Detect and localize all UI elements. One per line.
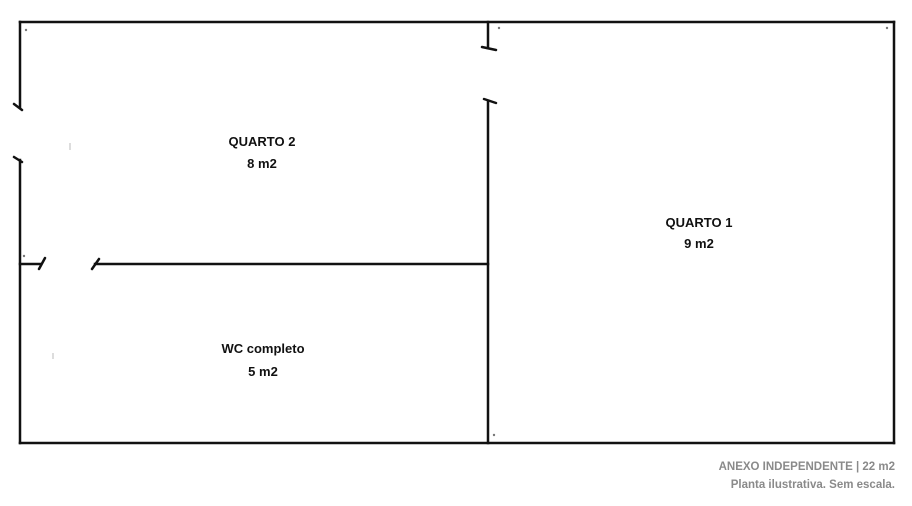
corner-mark xyxy=(492,433,496,437)
corner-mark xyxy=(22,254,26,258)
plan-footer: ANEXO INDEPENDENTE | 22 m2 Planta ilustr… xyxy=(719,458,895,494)
corner-mark xyxy=(885,26,889,30)
plan-title: ANEXO INDEPENDENTE | 22 m2 xyxy=(718,461,895,473)
door-jamb-wc-right xyxy=(90,257,101,271)
room-name: QUARTO 2 xyxy=(229,134,296,149)
outer-walls xyxy=(18,20,896,445)
room-area: 5 m2 xyxy=(248,364,278,379)
room-name: WC completo xyxy=(221,341,304,356)
door-jamb-middle-bottom xyxy=(482,97,498,105)
door-jamb-wc-left xyxy=(37,256,47,271)
corner-mark xyxy=(497,26,501,30)
room-quarto-1: QUARTO 1 9 m2 xyxy=(666,215,733,251)
interior-walls xyxy=(18,20,490,445)
corner-marks xyxy=(22,26,889,437)
door-jambs xyxy=(12,45,498,271)
plan-note: Planta ilustrativa. Sem escala. xyxy=(730,479,895,491)
room-quarto-2: QUARTO 2 8 m2 xyxy=(229,134,296,171)
door-jamb-middle-top xyxy=(480,45,498,52)
door-jamb-left-bottom xyxy=(12,155,24,164)
door-jamb-left-top xyxy=(12,102,24,112)
corner-mark xyxy=(24,28,28,32)
room-name: QUARTO 1 xyxy=(666,215,733,230)
room-area: 9 m2 xyxy=(684,236,714,251)
room-area: 8 m2 xyxy=(247,156,277,171)
room-wc: WC completo 5 m2 xyxy=(221,341,304,379)
